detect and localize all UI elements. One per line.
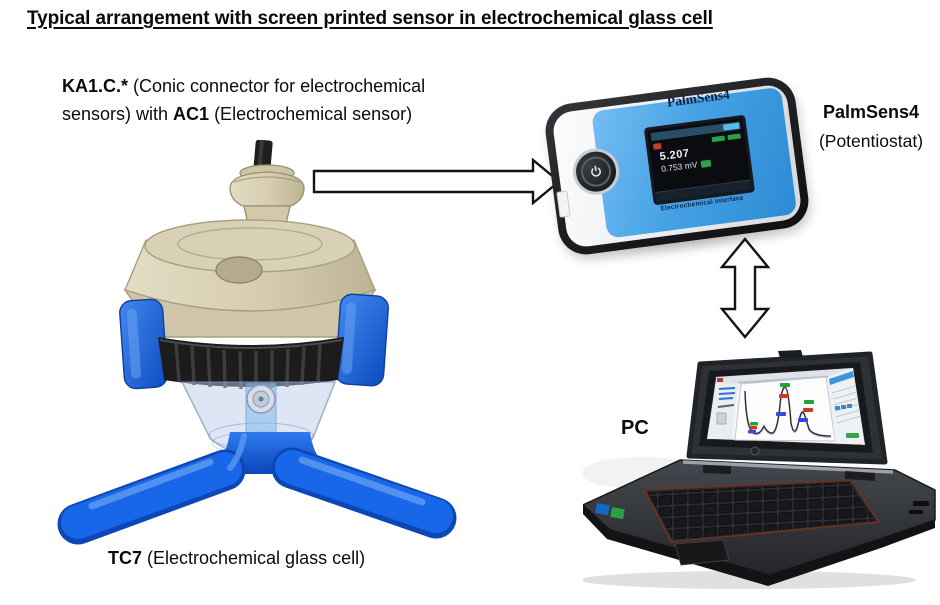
ac1-desc: (Electrochemical sensor) <box>209 104 413 124</box>
laptop-illustration <box>583 350 936 589</box>
side-port <box>909 510 923 514</box>
screen-printed-sensor <box>245 382 277 442</box>
flow-arrow-updown-icon <box>719 237 771 339</box>
ka1-code: KA1.C.* <box>62 76 129 96</box>
flow-arrow-right-icon <box>312 158 561 205</box>
power-glyph-icon <box>591 165 601 177</box>
hinge-strip <box>682 460 894 474</box>
ka1-desc: (Conic connector for electrochemical <box>128 76 426 96</box>
laptop-keyboard <box>643 479 881 543</box>
glass-cell-illustration <box>57 140 457 545</box>
page-title: Typical arrangement with screen printed … <box>27 8 713 29</box>
power-button-icon <box>570 145 622 198</box>
signal-chip <box>722 122 740 131</box>
palmsens-name: PalmSens4 <box>822 102 920 122</box>
palmsens-caption: PalmSens4 (Potentiostat) <box>800 98 940 156</box>
app-left-panel <box>707 382 738 439</box>
laptop-base <box>583 459 936 586</box>
laptop-app-window <box>707 368 865 445</box>
palmsens-device: PalmSens4 5.207 0.753 mV Electr <box>542 74 812 258</box>
power-button-ring <box>579 154 613 189</box>
ac1-code: AC1 <box>173 104 210 124</box>
app-right-panel <box>828 368 865 445</box>
ka1-desc2: sensors) with <box>62 104 174 124</box>
side-port <box>913 501 929 506</box>
peak-markers <box>748 383 814 434</box>
clip-left <box>119 298 168 390</box>
cell-lid <box>123 219 377 338</box>
locking-ring <box>158 337 344 390</box>
app-chart <box>734 376 836 442</box>
record-badge <box>652 142 662 150</box>
pc-caption: PC <box>621 417 649 439</box>
status-badge <box>711 135 726 142</box>
ok-badge <box>700 159 712 168</box>
tc7-caption: TC7 (Electrochemical glass cell) <box>108 548 365 569</box>
palmsens-type: (Potentiostat) <box>818 131 924 151</box>
laptop-touchpad <box>674 539 730 566</box>
device-screen: 5.207 0.753 mV <box>643 114 756 206</box>
laptop-stickers <box>595 503 625 519</box>
status-badge <box>727 132 741 140</box>
tc7-desc: (Electrochemical glass cell) <box>142 548 366 568</box>
tc7-code: TC7 <box>108 548 143 568</box>
cell-stand <box>57 432 457 545</box>
connector-note: KA1.C.* (Conic connector for electrochem… <box>62 72 502 128</box>
dell-logo <box>750 446 760 456</box>
